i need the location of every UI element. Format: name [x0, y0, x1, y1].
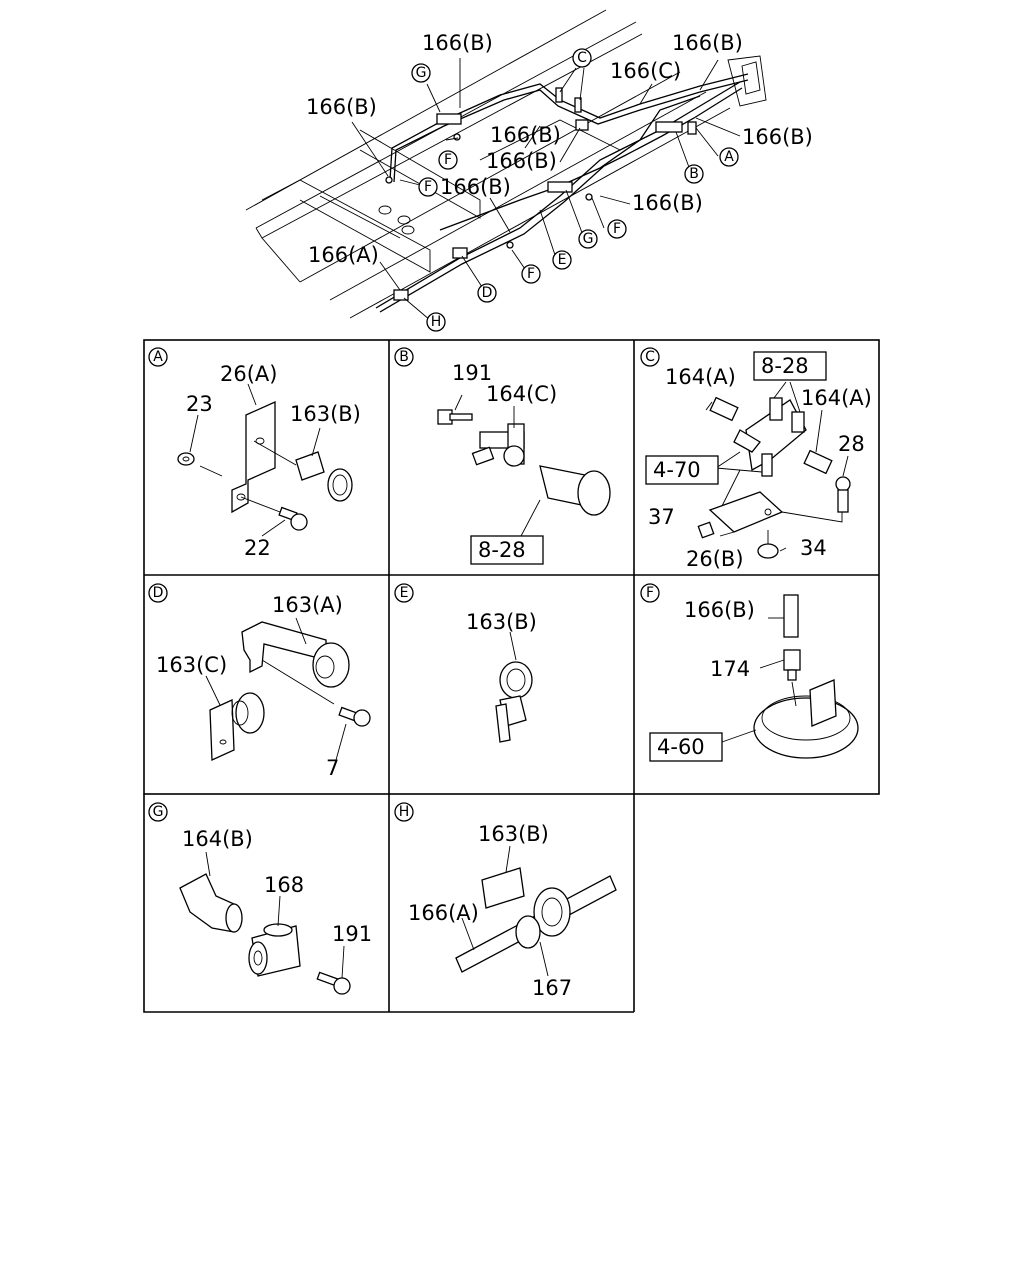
detail-grid: [143, 339, 880, 1013]
panel-c-callout-164a-1: 164(A): [665, 365, 736, 389]
marker-c: C: [577, 50, 587, 66]
panel-h-callout-163b: 163(B): [478, 822, 549, 846]
overview-markers: G C F F A B F G E F D H: [411, 48, 739, 332]
panel-b-callout-191: 191: [452, 361, 492, 385]
panel-h-callout-166a: 166(A): [408, 901, 479, 925]
panel-b-callout-164c: 164(C): [486, 382, 557, 406]
callout-166b-1: 166(B): [422, 31, 493, 55]
panel-a: A: [148, 347, 353, 537]
panel-a-letter: A: [153, 349, 163, 365]
panel-g-callout-164b: 164(B): [182, 827, 253, 851]
panel-f: F: [640, 583, 859, 759]
panel-g-callout-191: 191: [332, 922, 372, 946]
callout-166b-3: 166(B): [306, 95, 377, 119]
panel-f-callout-174: 174: [710, 657, 750, 681]
marker-f-1: F: [444, 152, 452, 168]
panel-c-ref-8-28: 8-28: [761, 354, 809, 378]
panel-e: E: [394, 583, 533, 743]
panel-d-callout-163a: 163(A): [272, 593, 343, 617]
panel-c-ref-box-8-28: [753, 351, 827, 381]
marker-g-2: G: [583, 231, 594, 247]
panel-c: C: [640, 347, 851, 559]
marker-f-4: F: [527, 266, 535, 282]
panel-g-callout-168: 168: [264, 873, 304, 897]
marker-h: H: [431, 314, 442, 330]
panel-e-letter: E: [400, 585, 409, 601]
panel-d-letter: D: [153, 585, 164, 601]
callout-166b-2: 166(B): [672, 31, 743, 55]
callout-166b-6: 166(B): [486, 149, 557, 173]
panel-d-callout-163c: 163(C): [156, 653, 227, 677]
panel-e-callout-163b: 163(B): [466, 610, 537, 634]
panel-f-callout-166b: 166(B): [684, 598, 755, 622]
callout-166a: 166(A): [308, 243, 379, 267]
panel-b: B: [394, 347, 611, 539]
panel-c-callout-28: 28: [838, 432, 865, 456]
panel-f-ref-4-60: 4-60: [657, 735, 705, 759]
panel-a-callout-22: 22: [244, 536, 271, 560]
callout-166b-5: 166(B): [742, 125, 813, 149]
panel-h: H: [394, 802, 617, 977]
chassis-overview: [245, 9, 767, 319]
callout-166b-4: 166(B): [490, 123, 561, 147]
panel-f-ref-box: [649, 732, 723, 762]
panel-d: D: [148, 583, 371, 761]
marker-f-3: F: [613, 221, 621, 237]
panel-c-letter: C: [645, 349, 655, 365]
panel-d-callout-7: 7: [326, 756, 339, 780]
panel-a-callout-26a: 26(A): [220, 362, 277, 386]
panel-c-ref-4-70: 4-70: [653, 458, 701, 482]
marker-a: A: [724, 149, 734, 165]
panel-c-callout-37: 37: [648, 505, 675, 529]
marker-f-2: F: [424, 179, 432, 195]
callout-166b-8: 166(B): [632, 191, 703, 215]
marker-b: B: [689, 166, 699, 182]
panel-g-letter: G: [153, 804, 164, 820]
panel-c-callout-34: 34: [800, 536, 827, 560]
panel-h-letter: H: [399, 804, 410, 820]
marker-g: G: [416, 65, 427, 81]
panel-b-ref-8-28: 8-28: [478, 538, 526, 562]
panel-h-callout-167: 167: [532, 976, 572, 1000]
panel-c-callout-164a-2: 164(A): [801, 386, 872, 410]
panel-b-ref-box: [470, 535, 544, 565]
panel-b-letter: B: [399, 349, 409, 365]
marker-d: D: [482, 285, 493, 301]
panel-a-callout-23: 23: [186, 392, 213, 416]
callout-166b-7: 166(B): [440, 175, 511, 199]
panel-c-callout-26b: 26(B): [686, 547, 744, 571]
panel-c-ref-box-4-70: [645, 455, 719, 485]
marker-e: E: [558, 252, 567, 268]
panel-g: G: [148, 802, 351, 995]
panel-f-letter: F: [646, 585, 654, 601]
panel-a-callout-163b: 163(B): [290, 402, 361, 426]
callout-166c: 166(C): [610, 59, 681, 83]
